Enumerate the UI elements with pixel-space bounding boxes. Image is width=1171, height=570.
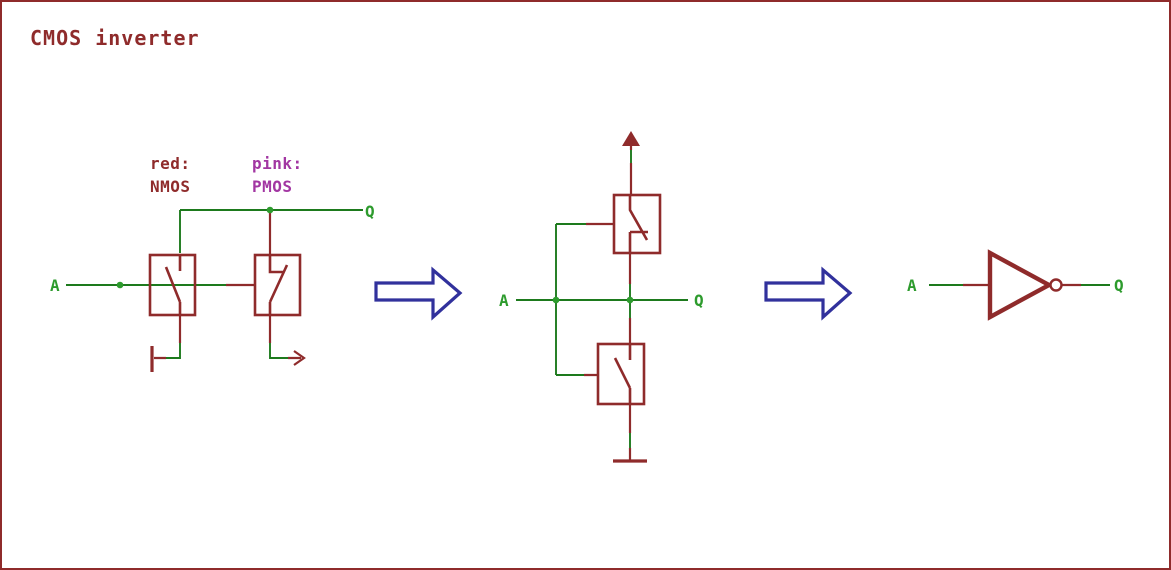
net-label-q: Q [365, 202, 375, 221]
junction-dot [552, 296, 560, 304]
flow-arrow-icon [764, 266, 853, 321]
pin [584, 222, 632, 461]
vdd-arrowhead [622, 131, 640, 146]
legend-red-line1: red: [150, 154, 191, 173]
stage-inverter-gate: A Q [907, 249, 1124, 321]
nmos-switch-body [596, 342, 646, 406]
nmos-switch-body [148, 253, 197, 317]
net-label-q: Q [1114, 276, 1124, 295]
net-label-a: A [50, 276, 60, 295]
pin [154, 213, 301, 360]
junction-dot [626, 296, 634, 304]
legend-pink-line2: PMOS [252, 177, 293, 196]
stage-switch-model: red: NMOS pink: PMOS A Q [50, 154, 375, 372]
pmos-switch-body [253, 253, 302, 317]
nmos-switch-lever [164, 255, 182, 315]
page-title: CMOS inverter [30, 26, 200, 50]
inverter-triangle [987, 249, 1054, 321]
nmos-switch-lever [613, 344, 632, 404]
net-label-q: Q [694, 291, 704, 310]
junction-dot [116, 281, 124, 289]
vdd-right-arrow-icon [293, 350, 306, 366]
wire [516, 223, 688, 448]
net-label-a: A [907, 276, 917, 295]
inverter-bubble-icon [1049, 278, 1063, 292]
pmos-switch-symbol [612, 193, 662, 255]
nmos-switch-symbol [148, 253, 197, 372]
inverter-gate-symbol [987, 249, 1063, 321]
pmos-switch-body [612, 193, 662, 255]
wire [66, 209, 363, 359]
junction-dot [266, 206, 274, 214]
nmos-switch-symbol [596, 342, 646, 406]
flow-arrow-icon [374, 266, 463, 321]
vdd-arrow-icon [622, 131, 640, 195]
pmos-switch-lever [268, 255, 289, 315]
stage-cmos-stack: A Q [499, 131, 704, 463]
pmos-switch-lever [628, 195, 649, 253]
net-label-a: A [499, 291, 509, 310]
pmos-switch-symbol [253, 253, 306, 366]
legend-pink-line1: pink: [252, 154, 303, 173]
legend-red-line2: NMOS [150, 177, 191, 196]
